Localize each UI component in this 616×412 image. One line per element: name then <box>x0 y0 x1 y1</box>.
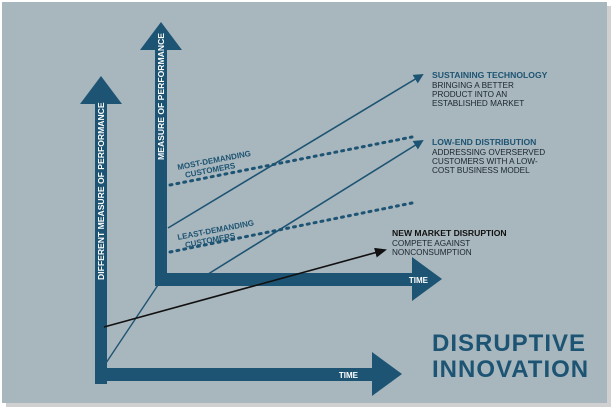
svg-text:ESTABLISHED MARKET: ESTABLISHED MARKET <box>432 99 524 108</box>
inner-x-axis-label: TIME <box>409 276 429 285</box>
outer-x-arrowhead <box>372 352 402 396</box>
new-market-disruption-annotation: NEW MARKET DISRUPTION COMPETE AGAINST NO… <box>392 228 507 257</box>
title-line-2: INNOVATION <box>432 356 589 383</box>
new-market-title: NEW MARKET DISRUPTION <box>392 228 507 238</box>
panel-shadow-right <box>607 6 611 406</box>
svg-text:COST BUSINESS MODEL: COST BUSINESS MODEL <box>432 166 530 175</box>
svg-text:PRODUCT INTO AN: PRODUCT INTO AN <box>432 90 507 99</box>
outer-y-axis-label: DIFFERENT MEASURE OF PERFORMANCE <box>96 102 106 280</box>
panel-shadow-bottom <box>6 403 611 407</box>
inner-y-axis-label: MEASURE OF PERFORMANCE <box>156 33 166 160</box>
inner-y-axis <box>155 50 167 285</box>
sustaining-title: SUSTAINING TECHNOLOGY <box>432 70 548 80</box>
svg-text:ADDRESSING OVERSERVED: ADDRESSING OVERSERVED <box>432 148 545 157</box>
svg-text:CUSTOMERS WITH A LOW-: CUSTOMERS WITH A LOW- <box>432 157 538 166</box>
svg-text:COMPETE AGAINST: COMPETE AGAINST <box>392 239 470 248</box>
low-end-title: LOW-END DISTRIBUTION <box>432 137 536 147</box>
disruption-line-outer <box>103 281 161 367</box>
most-demanding-band <box>168 135 414 187</box>
title-line-1: DISRUPTIVE <box>432 330 586 357</box>
sustaining-technology-line <box>167 73 424 229</box>
svg-text:NONCONSUMPTION: NONCONSUMPTION <box>392 248 472 257</box>
sustaining-technology-annotation: SUSTAINING TECHNOLOGY BRINGING A BETTER … <box>432 70 548 108</box>
outer-y-axis <box>95 104 107 384</box>
outer-x-axis-label: TIME <box>339 371 359 380</box>
new-market-disruption-line <box>103 247 387 328</box>
least-demanding-band <box>168 201 414 254</box>
inner-y-arrowhead <box>140 22 182 50</box>
low-end-distribution-line <box>204 139 424 277</box>
outer-y-arrowhead-fill <box>86 82 116 104</box>
inner-x-axis <box>155 273 415 286</box>
outer-x-axis <box>95 368 375 381</box>
svg-text:BRINGING A BETTER: BRINGING A BETTER <box>432 81 514 90</box>
low-end-distribution-annotation: LOW-END DISTRIBUTION ADDRESSING OVERSERV… <box>432 137 545 175</box>
inner-x-arrowhead <box>412 257 442 301</box>
